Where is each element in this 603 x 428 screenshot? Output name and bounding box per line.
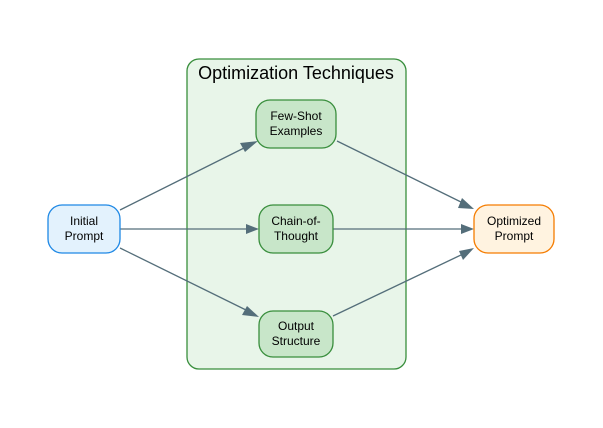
cluster-title: Optimization Techniques <box>198 63 394 83</box>
edge-line <box>119 247 249 312</box>
node-label-line-2: Thought <box>274 229 319 243</box>
arrow-head <box>459 248 474 260</box>
node-label-line-1: Initial <box>70 214 98 228</box>
node-label-line-1: Chain-of- <box>271 214 320 228</box>
edge-line <box>336 140 464 204</box>
edge-output-to-optimized <box>332 248 474 317</box>
node-label-line-2: Structure <box>272 334 321 348</box>
node-label-line-1: Optimized <box>487 214 541 228</box>
node-label-line-2: Examples <box>270 124 323 138</box>
edge-chain-to-optimized <box>333 224 474 234</box>
arrow-head <box>461 224 474 234</box>
edge-line <box>332 253 464 317</box>
node-box <box>473 204 555 254</box>
edges <box>119 140 474 317</box>
node-output-structure: Output Structure <box>258 310 334 358</box>
node-box <box>47 204 121 254</box>
node-box <box>255 99 337 149</box>
arrow-head <box>246 224 259 234</box>
edge-few-shot-to-optimized <box>336 140 474 209</box>
node-chain-of-thought: Chain-of- Thought <box>258 204 334 254</box>
node-box <box>258 204 334 254</box>
edge-line <box>119 146 247 211</box>
edge-initial-to-output <box>119 247 259 317</box>
node-optimized-prompt: Optimized Prompt <box>473 204 555 254</box>
arrow-head <box>240 141 258 152</box>
node-label-line-1: Output <box>278 319 315 333</box>
node-label-line-1: Few-Shot <box>270 109 322 123</box>
node-few-shot-examples: Few-Shot Examples <box>255 99 337 149</box>
edge-initial-to-few-shot <box>119 141 258 211</box>
node-label-line-2: Prompt <box>495 229 534 243</box>
arrow-head <box>458 198 474 209</box>
arrow-head <box>242 306 259 317</box>
edge-initial-to-chain <box>120 224 259 234</box>
node-box <box>258 310 334 358</box>
node-label-line-2: Prompt <box>65 229 104 243</box>
node-initial-prompt: Initial Prompt <box>47 204 121 254</box>
